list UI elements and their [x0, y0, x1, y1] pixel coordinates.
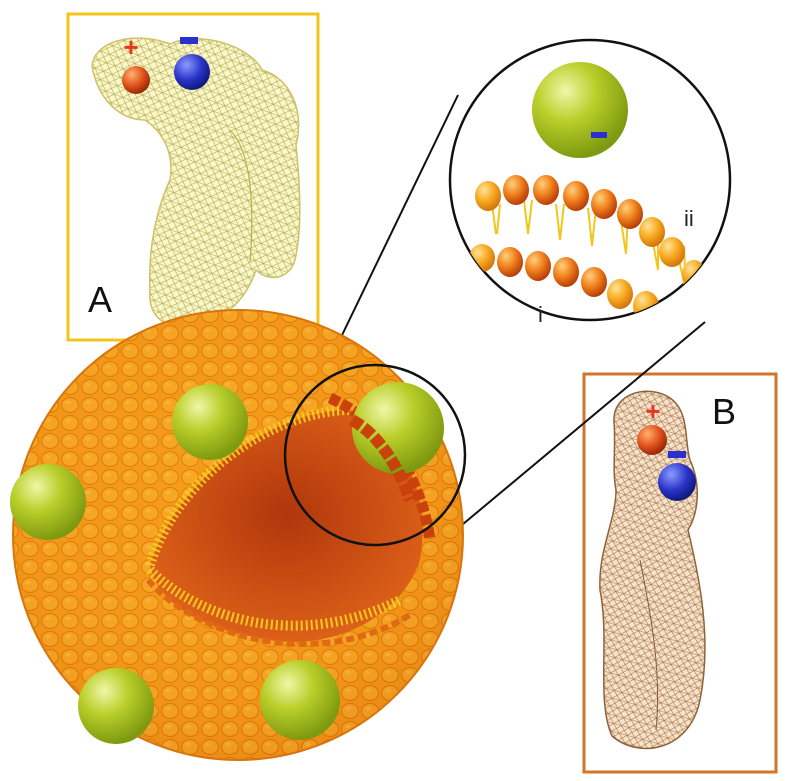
negative-charge-inset — [591, 132, 607, 138]
negative-charge-a — [180, 37, 198, 44]
panel-b-label: B — [712, 391, 736, 432]
green-sphere — [10, 464, 86, 540]
green-sphere-inset — [532, 62, 628, 158]
panel-b: + B — [584, 374, 776, 772]
negative-charge-b — [668, 451, 686, 458]
negative-residue-sphere-b — [658, 463, 696, 501]
inner-leaflet-label: i — [538, 302, 543, 327]
panel-a-label: A — [88, 279, 112, 320]
panel-a: + A — [68, 14, 318, 340]
positive-residue-sphere-a — [122, 66, 150, 94]
negative-residue-sphere-a — [174, 54, 210, 90]
green-sphere — [78, 668, 154, 744]
positive-residue-sphere-b — [637, 425, 667, 455]
zoom-inset: ii i — [450, 40, 730, 330]
green-sphere — [172, 384, 248, 460]
green-sphere — [260, 660, 340, 740]
outer-leaflet-label: ii — [684, 206, 694, 231]
positive-charge-a: + — [123, 32, 138, 62]
positive-charge-b: + — [645, 396, 660, 426]
